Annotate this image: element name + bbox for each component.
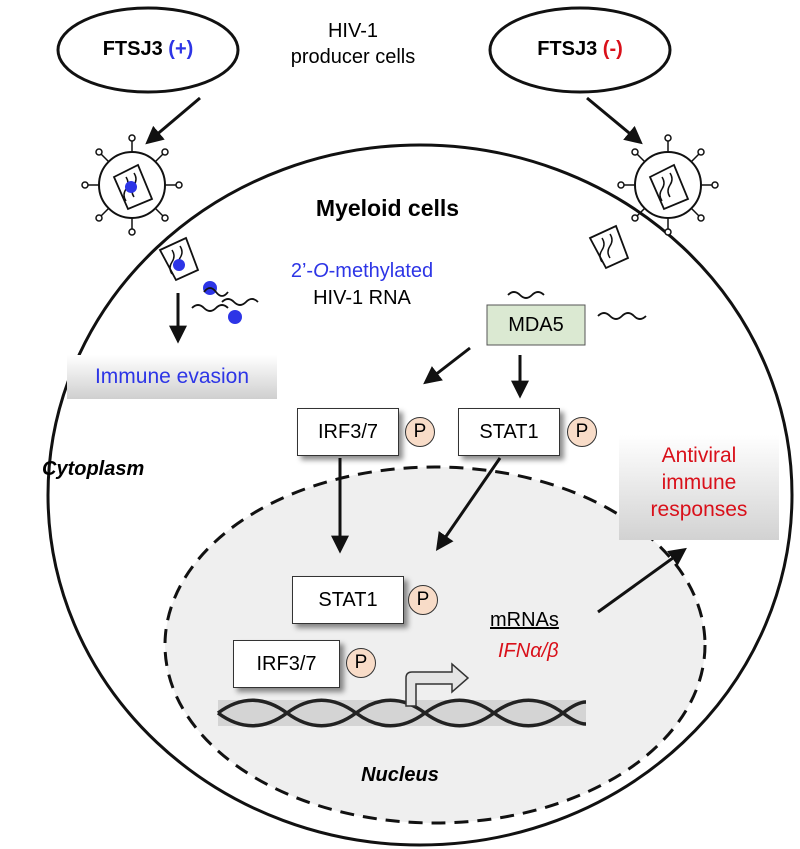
producer-right-sign: (-): [602, 38, 623, 60]
stat1-nucleus-phospho: P: [408, 585, 438, 615]
nucleus-envelope: [163, 465, 707, 825]
rna-label-line2: HIV-1 RNA: [313, 287, 411, 309]
antiviral-box: [619, 435, 779, 540]
irf-cytoplasm-label: IRF3/7: [317, 420, 379, 443]
cell-title: Myeloid cells: [315, 195, 460, 221]
dna-helix-icon: [216, 698, 587, 728]
rna-label-italic: O: [313, 260, 329, 282]
methylated-rna-icon: [191, 281, 259, 324]
producer-center-line2: producer cells: [290, 46, 416, 68]
antiviral-line3: responses: [650, 498, 748, 521]
arrow-mrna-to-antiviral: [597, 547, 687, 614]
antiviral-line1: Antiviral: [661, 444, 737, 467]
irf-nucleus-box: IRF3/7: [233, 640, 340, 688]
irf-cytoplasm-box: IRF3/7: [297, 408, 399, 456]
stat1-nucleus-box: STAT1: [292, 576, 404, 624]
virion-left-icon: [81, 134, 183, 236]
producer-left-name: FTSJ3: [102, 38, 163, 60]
mda5-box: [486, 304, 586, 346]
antiviral-line2: immune: [661, 471, 737, 494]
irf-cytoplasm-phospho: P: [405, 417, 435, 447]
immune-evasion-label: Immune evasion: [94, 365, 250, 388]
rna-label-line1: 2’-O-methylated: [262, 258, 462, 285]
arrow-mda5-to-irf: [423, 346, 471, 385]
stat1-cytoplasm-box: STAT1: [458, 408, 560, 456]
producer-center-label: HIV-1 producer cells: [268, 18, 438, 70]
irf-cytoplasm-phospho-label: P: [413, 421, 427, 442]
stat1-cytoplasm-phospho: P: [567, 417, 597, 447]
transcription-start-icon: [405, 662, 470, 707]
arrow-stat1-to-nucleus: [435, 457, 502, 551]
producer-center-line1: HIV-1: [327, 20, 379, 42]
irf-nucleus-label: IRF3/7: [256, 652, 317, 675]
irf-nucleus-phospho-label: P: [354, 652, 368, 673]
immune-evasion-box: [67, 355, 277, 399]
unmethylated-rna-icon: [507, 291, 647, 320]
capsid-left-icon: [158, 236, 200, 282]
producer-cell-left: [56, 6, 240, 94]
producer-left-label: FTSJ3 (+): [78, 38, 218, 61]
producer-right-label: FTSJ3 (-): [510, 38, 650, 61]
capsid-right-icon: [588, 224, 630, 270]
mda5-label: MDA5: [508, 314, 564, 336]
rna-label-prefix: 2’-: [290, 260, 314, 282]
rna-label-suffix: -methylated: [328, 260, 434, 282]
arrow-right-producer: [586, 96, 643, 145]
antiviral-label: Antiviral immune responses: [619, 442, 779, 523]
stat1-nucleus-phospho-label: P: [416, 589, 430, 610]
nucleus-label: Nucleus: [361, 764, 439, 786]
cytoplasm-label: Cytoplasm: [42, 458, 145, 480]
stat1-cytoplasm-phospho-label: P: [575, 421, 589, 442]
irf-nucleus-phospho: P: [346, 648, 376, 678]
producer-cell-right: [488, 6, 672, 94]
stat1-cytoplasm-label: STAT1: [479, 420, 539, 443]
virion-right-icon: [617, 134, 719, 236]
arrow-left-producer: [145, 96, 201, 145]
stat1-nucleus-label: STAT1: [318, 588, 378, 611]
ifn-label: IFNα/β: [498, 640, 559, 662]
rna-label: 2’-O-methylated HIV-1 RNA: [262, 258, 462, 312]
producer-left-sign: (+): [168, 38, 194, 60]
producer-right-name: FTSJ3: [537, 38, 598, 60]
mrnas-label: mRNAs: [490, 609, 559, 631]
